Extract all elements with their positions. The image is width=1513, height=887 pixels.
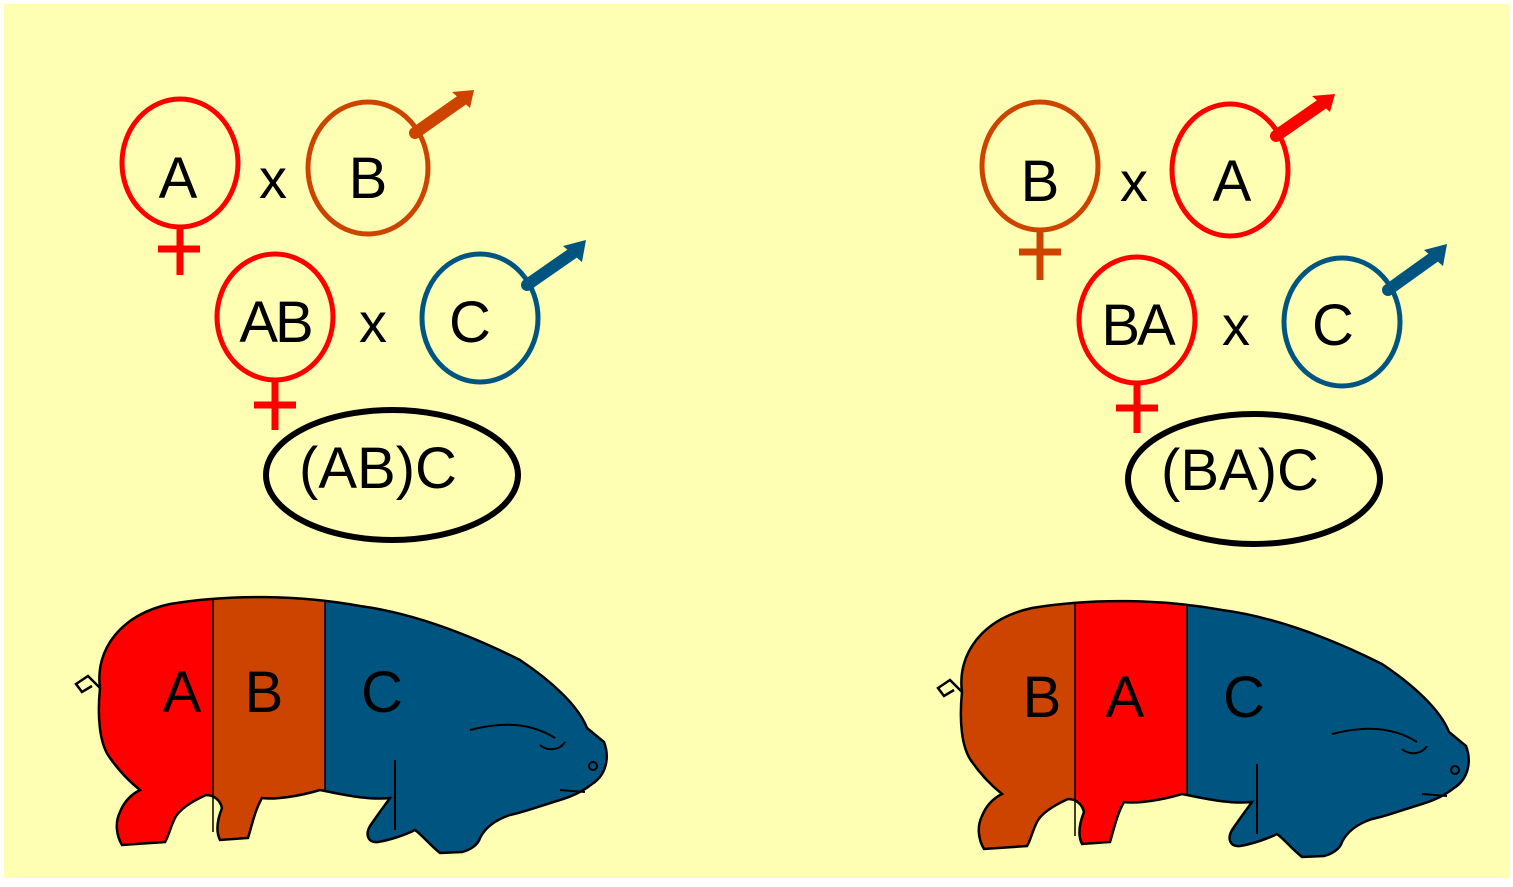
female-symbol-ab: AB <box>214 251 336 430</box>
pig-label-c: C <box>361 660 403 725</box>
cross-operator: x <box>1222 294 1250 357</box>
pig-snout <box>588 761 598 771</box>
cross-operator: x <box>359 291 387 354</box>
male-label: A <box>1213 149 1252 214</box>
pig-tail <box>936 678 963 698</box>
female-symbol-a: A <box>119 96 241 275</box>
cross-operator: x <box>1120 150 1148 213</box>
male-label: C <box>1312 293 1354 358</box>
male-label: B <box>349 146 388 211</box>
pig-snout <box>1450 765 1460 775</box>
offspring-ellipse: (BA)C <box>1125 411 1383 547</box>
offspring-ellipse: (AB)C <box>263 407 521 543</box>
offspring-label: (AB)C <box>299 436 457 501</box>
male-symbol-a: A <box>1169 94 1335 239</box>
offspring-label: (BA)C <box>1161 438 1319 503</box>
female-label: AB <box>239 290 311 355</box>
male-symbol-c: C <box>1281 244 1447 389</box>
female-label: B <box>1021 149 1060 214</box>
female-label: BA <box>1101 293 1176 358</box>
female-label: A <box>159 146 198 211</box>
pig-label-b: B <box>1023 665 1062 730</box>
pig-tail <box>74 674 101 694</box>
female-symbol-ba: BA <box>1076 254 1198 433</box>
male-label: C <box>449 290 491 355</box>
pig-label-b: B <box>245 660 284 725</box>
male-symbol-b: B <box>305 90 474 237</box>
cross-operator: x <box>259 147 287 210</box>
male-symbol-c: C <box>419 240 586 385</box>
pig-label-c: C <box>1223 665 1265 730</box>
female-symbol-b: B <box>979 99 1101 280</box>
pig-label-a: A <box>1106 665 1145 730</box>
pig-label-a: A <box>163 660 202 725</box>
